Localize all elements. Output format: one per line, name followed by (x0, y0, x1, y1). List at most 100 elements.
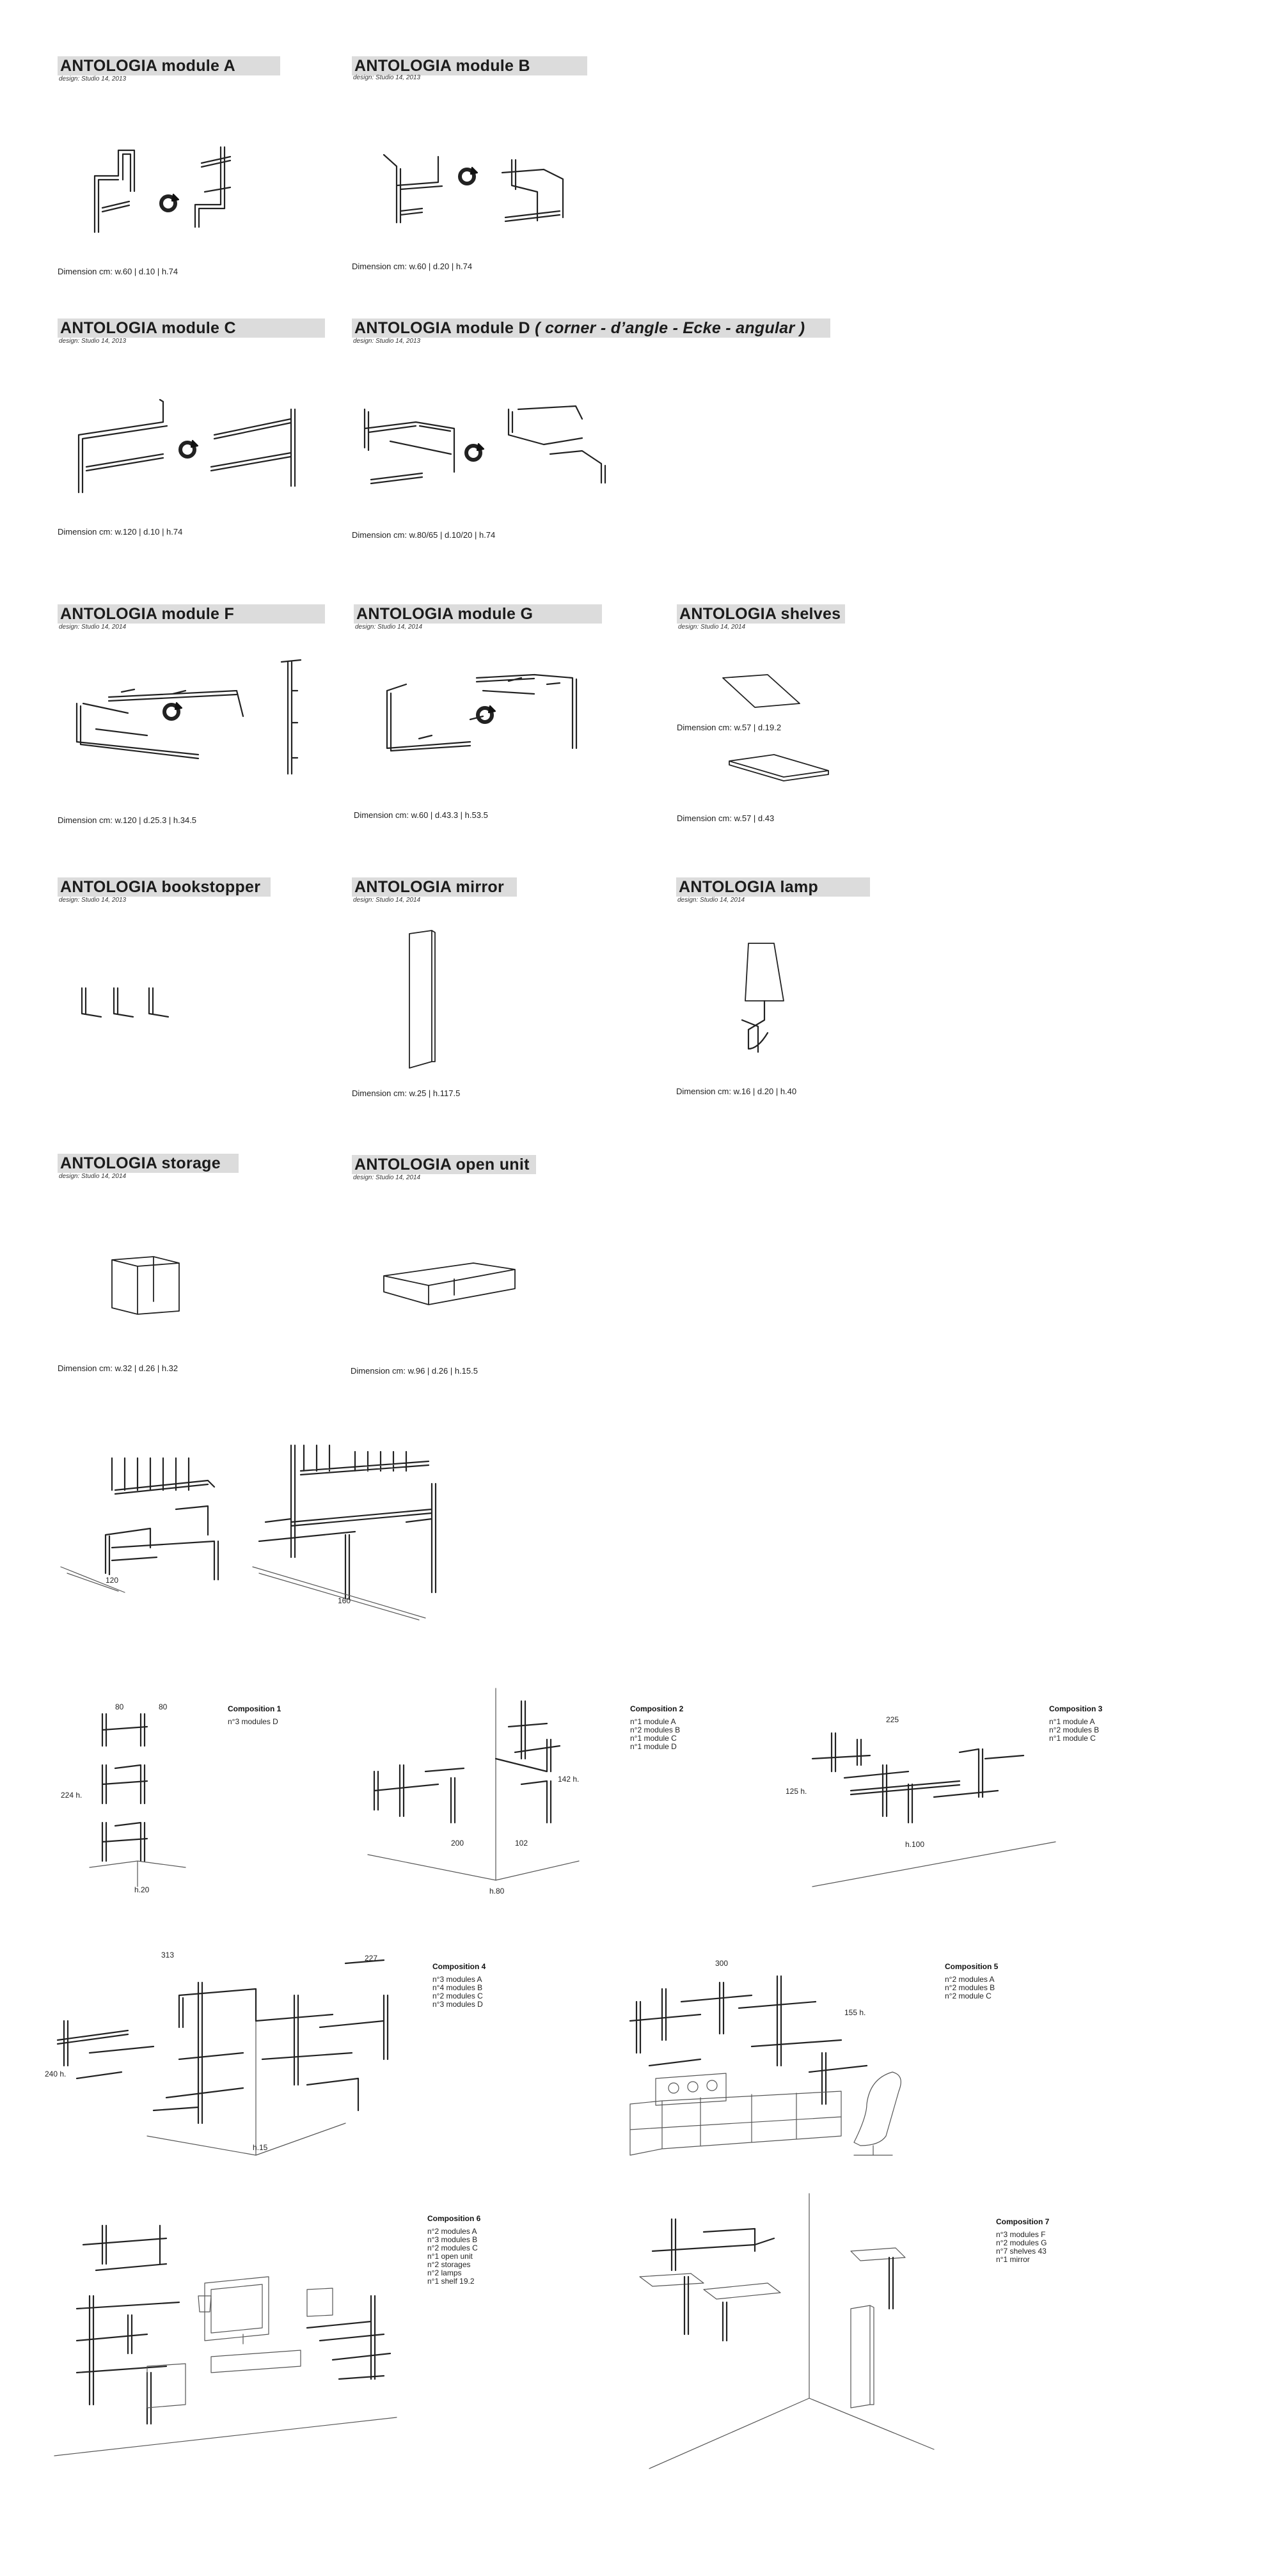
dimension-label: 80 (159, 1702, 168, 1711)
product-title: ANTOLOGIA lamp (676, 877, 870, 897)
product-design-credit: design: Studio 14, 2013 (353, 74, 421, 81)
composition-4-drawing (56, 1959, 389, 2156)
dimension-label: 125 h. (786, 1787, 807, 1796)
composition-item: n°2 module C (945, 1991, 992, 2000)
product-title: ANTOLOGIA shelves (677, 604, 845, 624)
rotate-icon (464, 443, 485, 462)
product-design-credit: design: Studio 14, 2014 (59, 1173, 127, 1180)
dimension-label: h.20 (134, 1885, 150, 1894)
product-dimension-deep: Dimension cm: w.57 | d.43 (677, 813, 775, 823)
product-title: ANTOLOGIA bookstopper (58, 877, 271, 897)
composition-title: Composition 4 (432, 1962, 486, 1971)
dimension-label: 224 h. (61, 1791, 83, 1800)
composition-item: n°1 shelf 19.2 (427, 2277, 475, 2286)
product-design-credit: design: Studio 14, 2013 (353, 338, 421, 345)
composition-3-drawing (811, 1732, 1056, 1887)
lamp-drawing (741, 943, 784, 1053)
composition-7-drawing (639, 2193, 935, 2469)
composition-item: n°3 modules A (432, 1975, 482, 1984)
composition-title: Composition 2 (630, 1704, 684, 1713)
product-design-credit: design: Studio 14, 2013 (59, 338, 127, 345)
product-dimension: Dimension cm: w.120 | d.10 | h.74 (58, 527, 183, 537)
composition-item: n°1 module C (630, 1734, 677, 1743)
composition-title: Composition 3 (1049, 1704, 1103, 1713)
dimension-label: h.100 (905, 1840, 925, 1849)
rotate-icon (178, 439, 199, 459)
module-d-drawing (363, 405, 606, 485)
product-design-credit: design: Studio 14, 2014 (59, 624, 127, 631)
bookstopper-drawing (81, 987, 170, 1018)
composition-item: n°1 open unit (427, 2252, 473, 2261)
composition-item: n°2 modules C (427, 2243, 478, 2252)
module-c-drawing (77, 398, 296, 494)
module-f-drawing (75, 659, 302, 775)
product-title-extra: ( corner - d’angle - Ecke - angular ) (535, 319, 805, 337)
composition-item: n°1 module D (630, 1742, 677, 1751)
dimension-label: 227 (365, 1954, 378, 1963)
product-title-corner: ANTOLOGIA module D ( corner - d’angle - … (352, 318, 830, 338)
rotate-icon (162, 702, 183, 721)
composition-item: n°1 module C (1049, 1734, 1096, 1743)
composition-5-caption: Composition 5 n°2 modules A n°2 modules … (945, 1962, 998, 2000)
module-a-drawing (93, 146, 232, 233)
composition-title: Composition 5 (945, 1962, 999, 1971)
composition-item: n°1 mirror (996, 2255, 1030, 2264)
rotate-icon (476, 705, 496, 724)
composition-item: n°7 shelves 43 (996, 2247, 1047, 2256)
composition-item: n°1 module A (630, 1717, 676, 1726)
dimension-label: 80 (115, 1702, 124, 1711)
product-dimension: Dimension cm: w.25 | h.117.5 (352, 1088, 461, 1098)
dimension-label: 313 (161, 1951, 175, 1959)
product-design-credit: design: Studio 14, 2014 (355, 624, 423, 631)
composition-item: n°3 modules D (432, 2000, 483, 2009)
product-design-credit: design: Studio 14, 2014 (353, 1174, 421, 1181)
composition-2-drawing (367, 1688, 580, 1881)
product-design-credit: design: Studio 14, 2013 (59, 75, 127, 82)
shelf-width-label: 120 (106, 1576, 119, 1585)
composition-item: n°2 modules B (945, 1983, 995, 1992)
open-unit-drawing (383, 1262, 516, 1305)
product-dimension: Dimension cm: w.80/65 | d.10/20 | h.74 (352, 530, 496, 540)
product-dimension: Dimension cm: w.60 | d.10 | h.74 (58, 267, 178, 276)
dimension-label: 155 h. (844, 2008, 866, 2017)
product-dimension: Dimension cm: w.60 | d.43.3 | h.53.5 (354, 810, 488, 820)
module-g-drawing (386, 673, 578, 752)
composition-item: n°3 modules D (228, 1717, 278, 1726)
dimension-label: 102 (515, 1839, 528, 1848)
product-title: ANTOLOGIA module B (352, 56, 587, 75)
composition-title: Composition 7 (996, 2217, 1050, 2226)
product-title: ANTOLOGIA open unit (352, 1155, 536, 1174)
composition-item: n°1 module A (1049, 1717, 1095, 1726)
composition-7-caption: Composition 7 n°3 modules F n°2 modules … (996, 2217, 1049, 2264)
composition-item: n°2 modules G (996, 2238, 1047, 2247)
product-design-credit: design: Studio 14, 2014 (678, 624, 746, 631)
composition-item: n°2 storages (427, 2260, 471, 2269)
mirror-drawing (409, 930, 436, 1069)
composition-item: n°2 lamps (427, 2268, 462, 2277)
product-title: ANTOLOGIA module D (354, 319, 530, 337)
storage-drawing (111, 1256, 180, 1315)
product-title: ANTOLOGIA module C (58, 318, 325, 338)
dimension-label: 142 h. (558, 1775, 580, 1784)
composition-6-caption: Composition 6 n°2 modules A n°3 modules … (427, 2214, 480, 2286)
dimension-label: 200 (451, 1839, 464, 1848)
composition-item: n°2 modules C (432, 1991, 483, 2000)
dimension-label: 240 h. (45, 2069, 67, 2078)
composition-title: Composition 1 (228, 1704, 281, 1713)
composition-2-caption: Composition 2 n°1 module A n°2 modules B… (630, 1704, 683, 1751)
product-title: ANTOLOGIA mirror (352, 877, 517, 897)
composition-item: n°3 modules F (996, 2230, 1046, 2239)
composition-4-caption: Composition 4 n°3 modules A n°4 modules … (432, 1962, 486, 2009)
product-dimension: Dimension cm: w.120 | d.25.3 | h.34.5 (58, 815, 197, 825)
rotate-icon (458, 166, 478, 185)
product-dimension: Dimension cm: w.60 | d.20 | h.74 (352, 262, 473, 271)
product-design-credit: design: Studio 14, 2013 (59, 897, 127, 904)
module-b-drawing (383, 153, 564, 224)
product-title: ANTOLOGIA module F (58, 604, 325, 624)
product-dimension: Dimension cm: w.57 | d.19.2 (677, 723, 782, 732)
composition-title: Composition 6 (427, 2214, 481, 2223)
product-title: ANTOLOGIA module A (58, 56, 280, 75)
composition-6-drawing (54, 2224, 397, 2456)
composition-3-caption: Composition 3 n°1 module A n°2 modules B… (1049, 1704, 1102, 1743)
composition-1-caption: Composition 1 n°3 modules D (228, 1704, 281, 1726)
